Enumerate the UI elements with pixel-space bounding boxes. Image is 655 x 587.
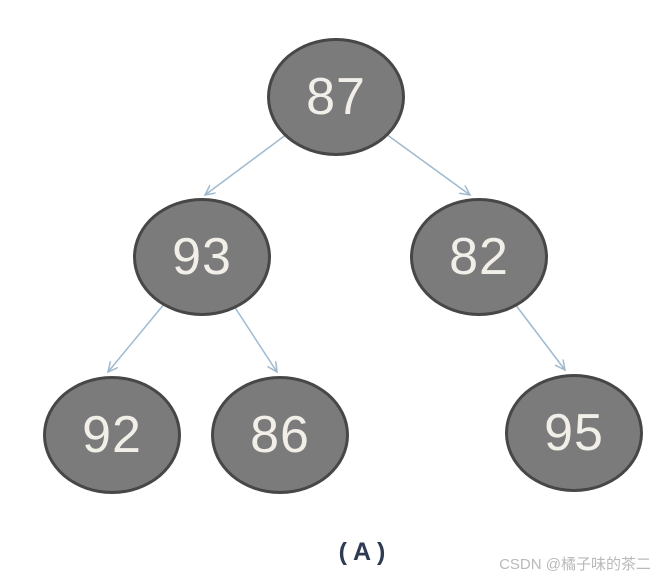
edge-82-95 (514, 303, 565, 370)
tree-node-86: 86 (211, 376, 349, 494)
edge-87-82 (385, 133, 470, 195)
figure-caption: (A) (338, 538, 392, 566)
watermark: CSDN @橘子味的茶二 (499, 556, 651, 573)
edge-87-93 (205, 133, 288, 195)
edge-93-86 (233, 305, 277, 372)
tree-node-87: 87 (267, 38, 405, 156)
tree-node-93: 93 (133, 198, 271, 316)
edge-93-92 (108, 302, 166, 372)
tree-node-92: 92 (43, 376, 181, 494)
tree-node-95: 95 (505, 374, 643, 492)
tree-node-82: 82 (410, 198, 548, 316)
